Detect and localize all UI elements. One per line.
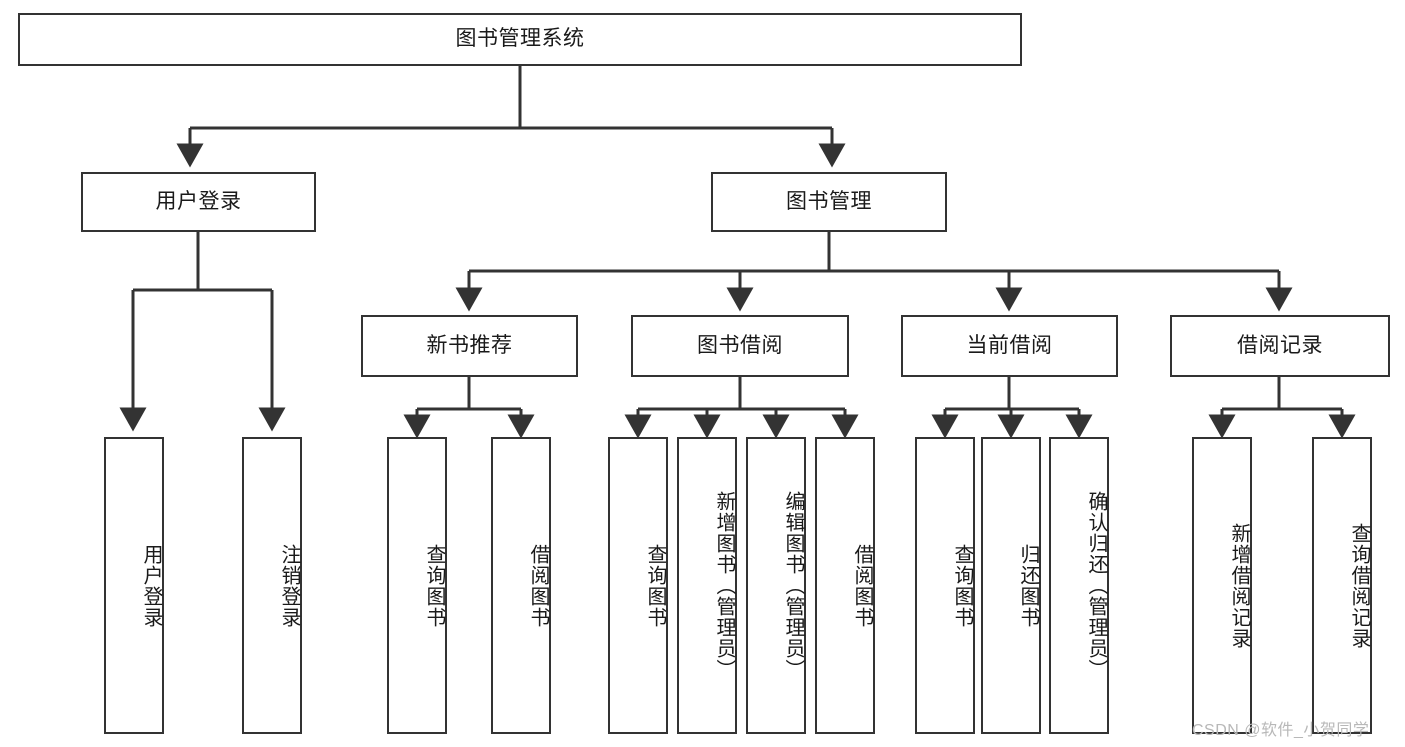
node-new-book-recommend[interactable]: 新书推荐 — [361, 315, 578, 377]
leaf-label: 查询图书 — [423, 543, 445, 628]
leaf-label: 借阅图书 — [527, 543, 549, 628]
leaf-user-login-login[interactable]: 用户登录 — [104, 437, 164, 734]
node-book-management[interactable]: 图书管理 — [711, 172, 947, 232]
leaf-book-borrow-query-book[interactable]: 查询图书 — [608, 437, 668, 734]
leaf-borrow-record-add-record[interactable]: 新增借阅记录 — [1192, 437, 1252, 734]
leaf-label: 查询图书 — [951, 543, 973, 628]
node-user-login[interactable]: 用户登录 — [81, 172, 316, 232]
leaf-label: 新增借阅记录 — [1228, 522, 1250, 649]
leaf-label: 查询借阅记录 — [1348, 522, 1370, 649]
leaf-borrow-record-query-record[interactable]: 查询借阅记录 — [1312, 437, 1372, 734]
leaf-new-book-query-book[interactable]: 查询图书 — [387, 437, 447, 734]
leaf-book-borrow-borrow-book[interactable]: 借阅图书 — [815, 437, 875, 734]
node-book-borrow[interactable]: 图书借阅 — [631, 315, 849, 377]
leaf-current-borrow-return-book[interactable]: 归还图书 — [981, 437, 1041, 734]
leaf-user-login-logout[interactable]: 注销登录 — [242, 437, 302, 734]
node-root-system[interactable]: 图书管理系统 — [18, 13, 1022, 66]
leaf-label: 确认归还（管理员） — [1085, 491, 1107, 680]
leaf-current-borrow-confirm-return-admin[interactable]: 确认归还（管理员） — [1049, 437, 1109, 734]
leaf-label: 编辑图书（管理员） — [782, 491, 804, 680]
leaf-label: 注销登录 — [278, 543, 300, 628]
leaf-new-book-borrow-book[interactable]: 借阅图书 — [491, 437, 551, 734]
leaf-label: 用户登录 — [140, 543, 162, 628]
leaf-label: 归还图书 — [1017, 543, 1039, 628]
leaf-label: 查询图书 — [644, 543, 666, 628]
node-borrow-record[interactable]: 借阅记录 — [1170, 315, 1390, 377]
leaf-book-borrow-add-book-admin[interactable]: 新增图书（管理员） — [677, 437, 737, 734]
leaf-label: 借阅图书 — [851, 543, 873, 628]
leaf-book-borrow-edit-book-admin[interactable]: 编辑图书（管理员） — [746, 437, 806, 734]
leaf-label: 新增图书（管理员） — [713, 491, 735, 680]
csdn-watermark: CSDN @软件_小贺同学 — [1192, 722, 1370, 739]
node-current-borrow[interactable]: 当前借阅 — [901, 315, 1118, 377]
leaf-current-borrow-query-book[interactable]: 查询图书 — [915, 437, 975, 734]
